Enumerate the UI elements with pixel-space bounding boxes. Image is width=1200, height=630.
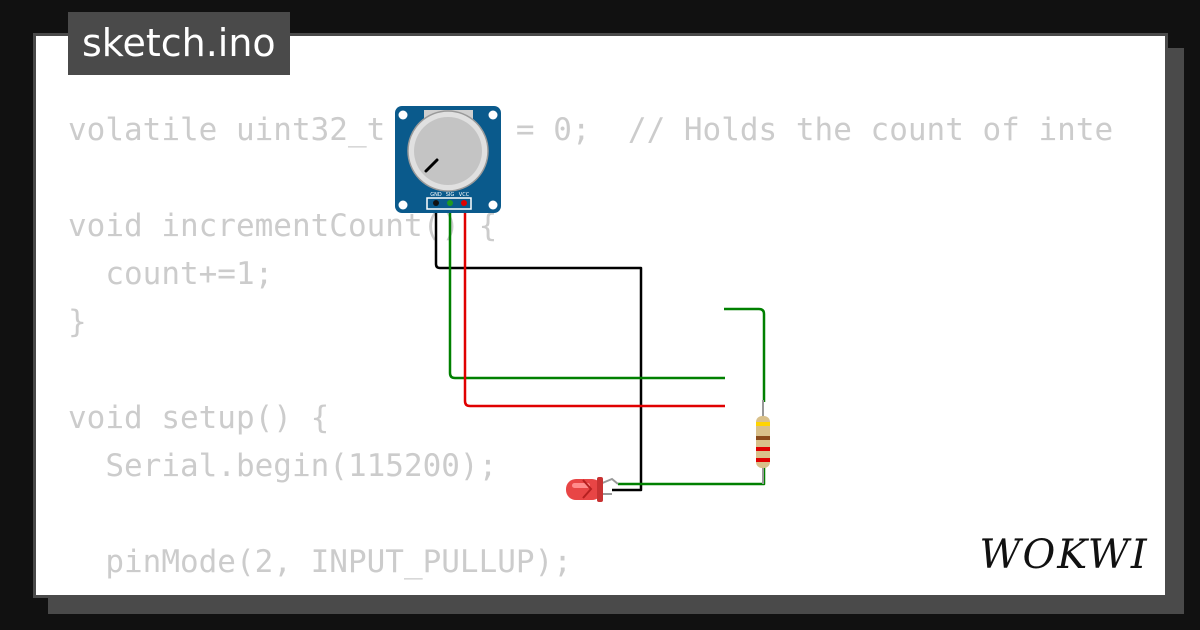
mount-hole-icon: [488, 110, 498, 120]
code-line: count+=1;: [68, 256, 274, 292]
code-line: void setup() {: [68, 400, 330, 436]
wires: [434, 203, 766, 492]
wire-green-resistor[interactable]: [724, 307, 766, 402]
resistor-band: [756, 436, 770, 440]
pin-label: SIG: [446, 192, 455, 198]
led-lead: [599, 477, 619, 485]
code-line: Serial.begin(115200);: [68, 448, 498, 484]
code-line: }: [68, 304, 87, 340]
wokwi-logo-text: WOKWI: [979, 532, 1148, 576]
resistor-body: [756, 416, 770, 468]
resistor-band: [756, 422, 770, 426]
pin-sig[interactable]: [447, 200, 453, 206]
led-flange: [597, 477, 603, 502]
knob[interactable]: [414, 117, 482, 185]
pin-label: GND: [430, 192, 442, 198]
mount-hole-icon: [398, 110, 408, 120]
pin-label: VCC: [459, 192, 470, 198]
code-line: attachInterrupt(digitalPinToInterrupt(2)…: [68, 586, 1134, 595]
code-line: void incrementCount() {: [68, 208, 498, 244]
pin-vcc[interactable]: [461, 200, 467, 206]
wire-red-vcc[interactable]: [463, 203, 725, 408]
resistor-band: [756, 458, 770, 462]
led-reflector-icon: [582, 479, 593, 499]
led[interactable]: [566, 477, 619, 502]
knob-indicator-icon: [424, 158, 439, 173]
resistor-band: [756, 447, 770, 451]
code-preview: volatile uint32_t count = 0; // Holds th…: [68, 106, 1134, 595]
pin-gnd[interactable]: [433, 200, 439, 206]
filename-tab[interactable]: sketch.ino: [68, 12, 290, 75]
potentiometer[interactable]: GND SIG VCC: [395, 106, 501, 213]
mount-hole-icon: [398, 200, 408, 210]
wire-green-sig[interactable]: [448, 203, 725, 380]
code-line: pinMode(2, INPUT_PULLUP);: [68, 544, 572, 580]
wire-black-gnd[interactable]: [434, 203, 643, 492]
preview-card: volatile uint32_t count = 0; // Holds th…: [33, 33, 1168, 598]
resistor[interactable]: [756, 400, 770, 484]
mount-hole-icon: [488, 200, 498, 210]
wokwi-logo[interactable]: WOKWI: [976, 528, 1156, 576]
